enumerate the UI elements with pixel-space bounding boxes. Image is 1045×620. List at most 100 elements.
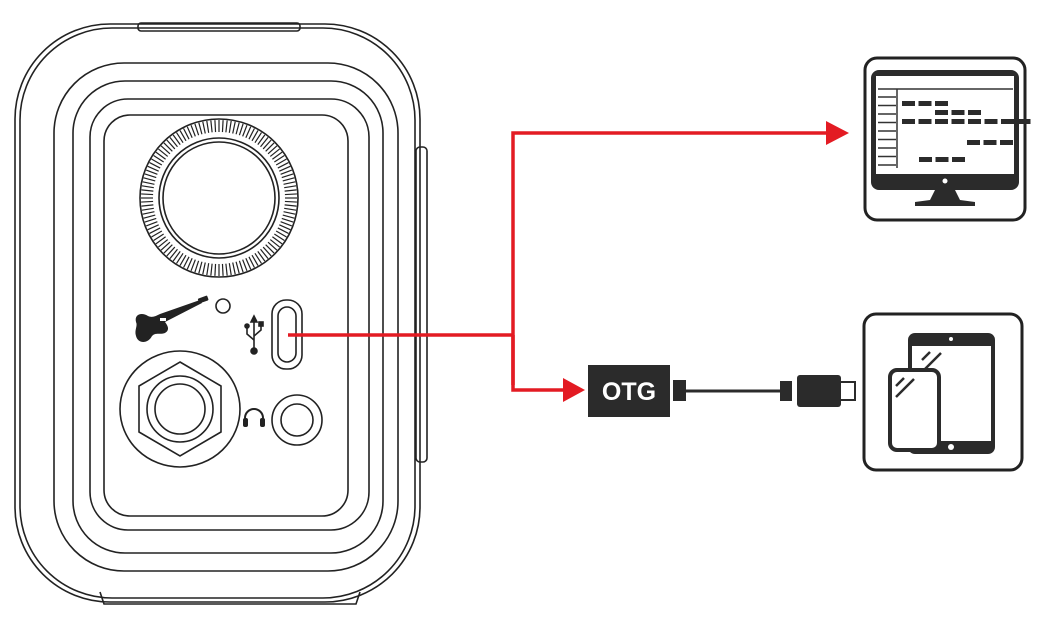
knurl-tick — [245, 126, 252, 138]
knurl-tick — [202, 121, 206, 134]
knurl-tick — [225, 120, 228, 133]
knurl-tick — [163, 142, 173, 152]
daw-clip — [935, 110, 948, 115]
knurl-tick — [248, 256, 255, 268]
jack-hex-nut — [138, 361, 222, 457]
knurl-tick — [186, 126, 193, 138]
knurl-tick — [238, 260, 244, 273]
knurl-tick — [214, 263, 217, 276]
knurl-tick — [235, 261, 240, 274]
knurl-tick — [141, 193, 154, 196]
knurl-tick — [153, 155, 164, 163]
knurl-tick — [206, 263, 210, 276]
device-side-button — [415, 146, 428, 463]
knurl-tick — [144, 217, 157, 223]
knurl-tick — [235, 122, 240, 135]
knurl-tick — [272, 236, 283, 245]
knurl-tick — [141, 204, 154, 207]
otg-adapter: OTG — [588, 365, 686, 417]
device-shell-edge — [19, 27, 416, 599]
knurl-tick — [147, 224, 159, 231]
daw-clip — [935, 119, 948, 124]
knurl-tick — [265, 142, 275, 152]
volume-knob[interactable] — [158, 137, 280, 259]
knurl-tick — [225, 263, 228, 276]
knurl-tick — [155, 151, 166, 160]
connection-lines — [288, 131, 830, 392]
knurl-tick — [172, 134, 181, 145]
knurl-tick — [179, 130, 187, 142]
knurl-tick — [155, 236, 166, 245]
knurl-tick — [142, 181, 155, 185]
volume-knob-outer[interactable] — [139, 118, 299, 278]
knurl-tick — [179, 254, 187, 266]
knurl-tick — [183, 128, 190, 140]
knurl-tick — [269, 148, 280, 157]
daw-clip — [935, 101, 948, 106]
knurl-tick — [284, 200, 297, 203]
knurl-tick — [141, 207, 154, 211]
knurl-tick — [282, 177, 295, 182]
otg-label: OTG — [602, 378, 656, 406]
knurl-tick — [228, 120, 232, 133]
knurl-tick — [194, 260, 200, 273]
daw-clip — [968, 119, 981, 124]
device-bezel-2 — [72, 80, 384, 554]
headphone-icon — [243, 408, 265, 427]
knurl-tick — [198, 122, 203, 135]
guitar-icon — [135, 295, 209, 342]
knurl-tick — [169, 137, 178, 148]
knurl-tick — [172, 251, 181, 262]
led-indicator — [215, 298, 231, 314]
audio-interface-device — [14, 22, 428, 605]
knurl-tick — [284, 207, 297, 211]
headphone-jack[interactable] — [271, 394, 323, 446]
knurl-tick — [283, 211, 296, 215]
knurl-tick — [142, 211, 155, 215]
daw-clip — [951, 110, 965, 115]
knurl-tick — [143, 214, 156, 219]
knurl-tick — [158, 239, 169, 248]
device-bezel-1 — [53, 62, 399, 572]
knurl-tick — [210, 263, 213, 276]
knurl-tick — [257, 251, 266, 262]
knurl-tick — [169, 248, 178, 259]
knurl-tick — [163, 244, 173, 254]
knurl-tick — [145, 169, 158, 175]
knurl-tick — [166, 246, 176, 257]
knurl-tick — [160, 241, 171, 251]
knurl-tick — [260, 248, 269, 259]
device-top-tab — [137, 22, 301, 32]
knurl-tick — [143, 177, 156, 182]
arrow-to-otg-icon — [563, 378, 585, 402]
volume-knob-cap — [162, 141, 276, 255]
knurl-tick — [269, 239, 280, 248]
knurl-tick — [221, 120, 224, 133]
knurl-tick — [190, 124, 196, 137]
knurl-tick — [166, 139, 176, 150]
instrument-jack[interactable] — [119, 350, 241, 468]
jack-ring — [146, 375, 214, 443]
phone-tablet-icon — [862, 312, 1024, 472]
knurl-tick — [281, 173, 294, 179]
knurl-tick — [232, 262, 236, 275]
device-bezel-3 — [89, 98, 370, 531]
knurl-tick — [272, 151, 283, 160]
knurl-tick — [245, 258, 252, 270]
daw-clip — [1001, 119, 1014, 124]
otg-connector — [673, 380, 686, 401]
device-outer-shell — [14, 23, 421, 603]
computer-monitor-icon — [863, 56, 1031, 222]
daw-clip — [919, 157, 932, 162]
knurl-tick — [254, 132, 262, 143]
knurl-tick — [257, 134, 266, 145]
knurl-tick — [194, 123, 200, 136]
daw-clip — [951, 119, 965, 124]
knurl-tick — [277, 227, 289, 234]
usb-icon — [244, 314, 264, 355]
knurl-tick — [284, 189, 297, 192]
daw-clip — [1017, 119, 1031, 124]
knurl-tick — [277, 162, 289, 169]
headphone-jack-hole — [280, 403, 314, 437]
